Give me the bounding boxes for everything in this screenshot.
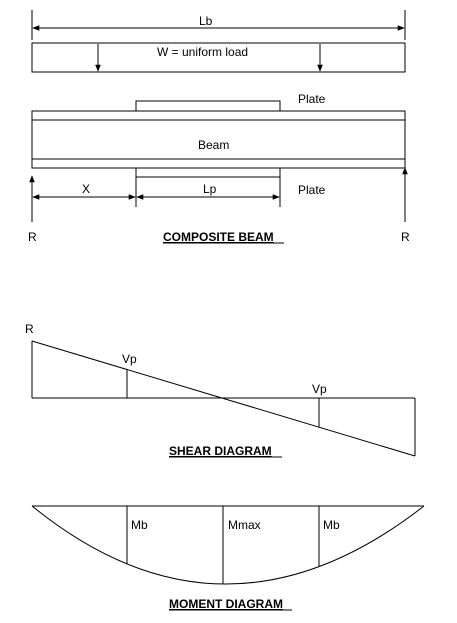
span-label: Lb [199, 14, 213, 28]
shear-diagram-title: SHEAR DIAGRAM [169, 444, 272, 458]
plate-top-label: Plate [298, 92, 326, 106]
x-label: X [82, 182, 90, 196]
mb-right-label: Mb [323, 518, 340, 532]
beam-flange-bottom [31, 158, 406, 169]
beam-label: Beam [198, 138, 229, 152]
composite-beam-section: Lb W = uniform load Plate Beam Plate R R [28, 10, 410, 244]
plate-length-label: Lp [203, 182, 217, 196]
moment-diagram-title: MOMENT DIAGRAM [169, 597, 283, 611]
plate-bottom-label: Plate [298, 183, 326, 197]
bottom-plate [135, 167, 281, 178]
moment-curve [31, 505, 425, 585]
reaction-right-label: R [401, 230, 410, 244]
shear-sloped-line [31, 340, 416, 457]
shear-diagram-section: R Vp Vp SHEAR DIAGRAM [25, 322, 416, 458]
composite-beam-title: COMPOSITE BEAM [163, 230, 274, 244]
shear-reaction-label: R [25, 322, 34, 336]
load-label: W = uniform load [157, 45, 248, 59]
moment-diagram-section: Mb Mmax Mb MOMENT DIAGRAM [31, 505, 425, 611]
vp-left-label: Vp [122, 352, 137, 366]
top-plate [135, 100, 281, 112]
beam-flange-top [31, 110, 406, 121]
reaction-left-label: R [28, 230, 37, 244]
vp-right-label: Vp [312, 382, 327, 396]
mmax-label: Mmax [228, 518, 261, 532]
load-box [31, 42, 406, 73]
mb-left-label: Mb [131, 518, 148, 532]
